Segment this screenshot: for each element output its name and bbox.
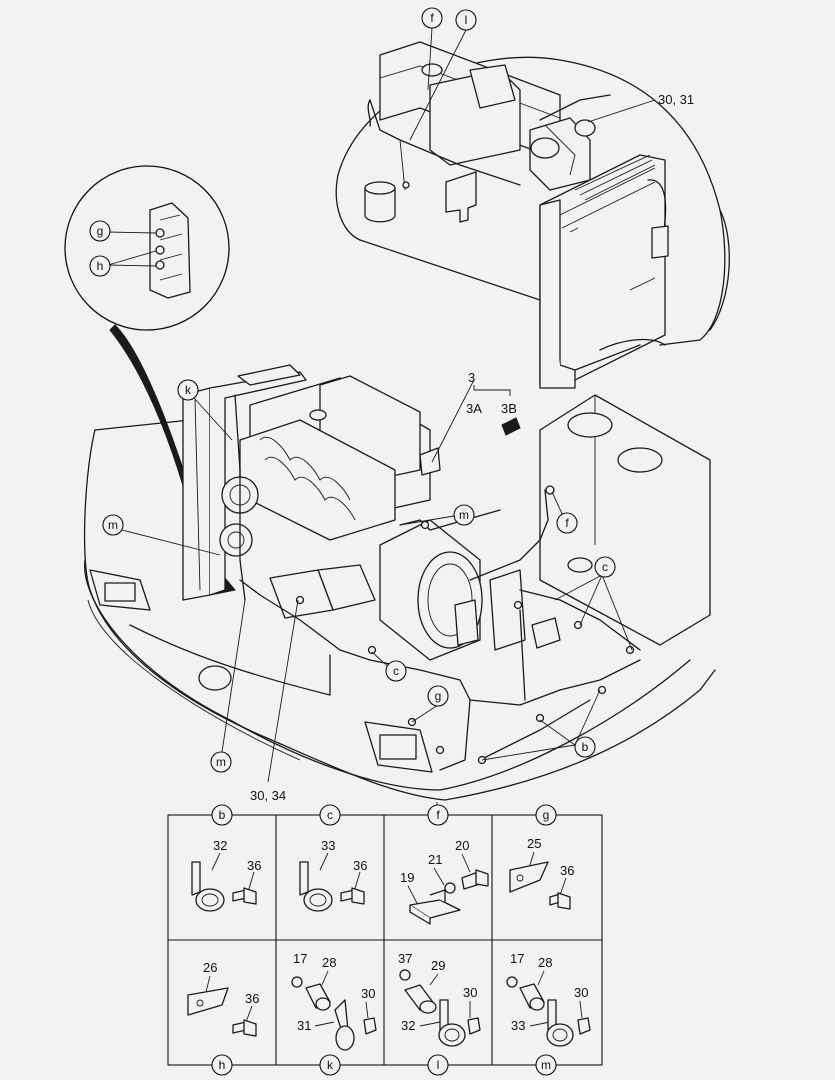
callout-main-m1: m — [102, 514, 124, 536]
clamp-part — [334, 999, 355, 1051]
part-label: 30 — [463, 985, 477, 1000]
clamp-part — [191, 861, 225, 912]
callout-main-m3: m — [210, 751, 232, 773]
radiator-fins — [569, 154, 656, 291]
svg-text:k: k — [185, 383, 192, 397]
part-label: 36 — [245, 991, 259, 1006]
bolt-part — [549, 892, 571, 910]
bolt-part — [232, 1019, 257, 1037]
panel-m: m 17 28 30 33 — [506, 951, 591, 1076]
part-label: 28 — [322, 955, 336, 970]
part-label: 25 — [527, 836, 541, 851]
svg-text:c: c — [602, 560, 608, 574]
callout-top-l: l — [455, 9, 477, 31]
part-label: 30 — [361, 986, 375, 1001]
svg-text:h: h — [97, 259, 104, 273]
svg-text:h: h — [219, 1058, 226, 1072]
svg-text:f: f — [436, 808, 440, 822]
panel-f: f 19 21 20 — [400, 804, 489, 925]
part-label: 31 — [297, 1018, 311, 1033]
bracket-part — [409, 889, 461, 925]
part-label: 30 — [574, 985, 588, 1000]
svg-text:f: f — [430, 11, 434, 25]
callout-detail-h: h — [89, 255, 111, 277]
part-label: 17 — [510, 951, 524, 966]
part-label: 19 — [400, 870, 414, 885]
svg-text:l: l — [437, 1058, 440, 1072]
bracket-part — [187, 987, 229, 1016]
svg-text:m: m — [216, 755, 226, 769]
svg-text:k: k — [327, 1058, 334, 1072]
callout-main-k: k — [177, 379, 199, 401]
part-label: 29 — [431, 958, 445, 973]
part-label: 33 — [511, 1018, 525, 1033]
svg-text:b: b — [582, 740, 589, 754]
spacer-part — [404, 984, 437, 1014]
label-30-34: 30, 34 — [250, 788, 286, 803]
clamp-part — [299, 861, 333, 912]
svg-text:g: g — [97, 224, 104, 238]
panel-g: g 25 36 — [509, 804, 574, 910]
svg-text:g: g — [543, 808, 550, 822]
spacer-part — [519, 983, 545, 1011]
bolt-part — [232, 887, 257, 905]
part-label: 26 — [203, 960, 217, 975]
callout-main-c1: c — [594, 556, 616, 578]
svg-text:g: g — [435, 689, 442, 703]
callout-detail-g: g — [89, 220, 111, 242]
bracket-part — [509, 861, 549, 893]
panel-k: k 17 28 30 31 — [291, 951, 377, 1076]
clamp-part — [546, 999, 574, 1047]
part-label: 32 — [401, 1018, 415, 1033]
label-30-31: 30, 31 — [658, 92, 694, 107]
spacer-part — [305, 983, 331, 1011]
callout-main-g: g — [427, 685, 449, 707]
callout-main-m2: m — [453, 504, 475, 526]
part-label: 28 — [538, 955, 552, 970]
svg-text:m: m — [541, 1058, 551, 1072]
panel-l: l 37 29 30 32 — [398, 951, 481, 1076]
part-label: 21 — [428, 852, 442, 867]
part-label: 37 — [398, 951, 412, 966]
callout-main-c2: c — [385, 660, 407, 682]
panel-h: h 26 36 — [187, 960, 259, 1076]
label-3a: 3A — [466, 401, 482, 416]
svg-text:c: c — [393, 664, 399, 678]
top-engine-view — [335, 27, 730, 389]
label-3b: 3B — [501, 401, 517, 416]
part-label: 36 — [247, 858, 261, 873]
svg-text:m: m — [459, 508, 469, 522]
callout-top-f: f — [421, 7, 443, 29]
callout-main-b: b — [574, 736, 596, 758]
clamp-part — [438, 999, 466, 1047]
panel-c: c 33 36 — [299, 804, 367, 912]
detail-magnifier — [64, 165, 236, 596]
svg-text:l: l — [465, 13, 468, 27]
svg-text:f: f — [565, 516, 569, 530]
panel-b: b 32 36 — [191, 804, 261, 912]
svg-text:m: m — [108, 518, 118, 532]
part-label: 17 — [293, 951, 307, 966]
svg-text:b: b — [219, 808, 226, 822]
callout-main-f: f — [556, 512, 578, 534]
main-machine-view — [83, 364, 716, 812]
bolt-part — [340, 887, 365, 905]
svg-text:c: c — [327, 808, 333, 822]
part-label: 33 — [321, 838, 335, 853]
label-3: 3 — [468, 370, 475, 385]
part-label: 20 — [455, 838, 469, 853]
part-label: 36 — [353, 858, 367, 873]
part-label: 36 — [560, 863, 574, 878]
part-label: 32 — [213, 838, 227, 853]
